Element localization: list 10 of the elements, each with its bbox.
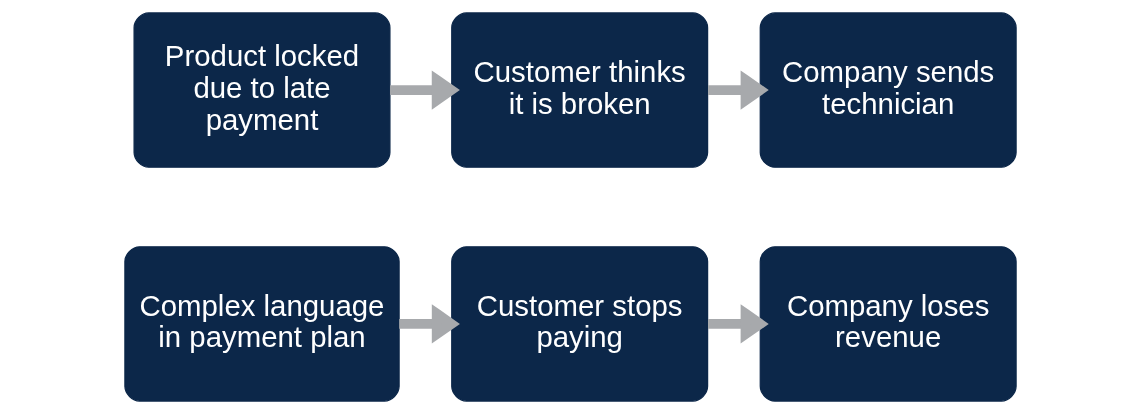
node-box: Company loses revenue — [759, 246, 1017, 402]
node-box: Customer stops paying — [450, 246, 708, 402]
arrow — [398, 304, 460, 344]
node-box: Complex language in payment plan — [123, 246, 400, 402]
arrow — [389, 70, 460, 110]
node-box: Customer thinks it is broken — [450, 12, 708, 168]
arrow — [707, 304, 769, 344]
arrow — [707, 70, 769, 110]
node-box: Product locked due to late payment — [132, 12, 391, 168]
node-box: Company sends technician — [759, 12, 1017, 168]
